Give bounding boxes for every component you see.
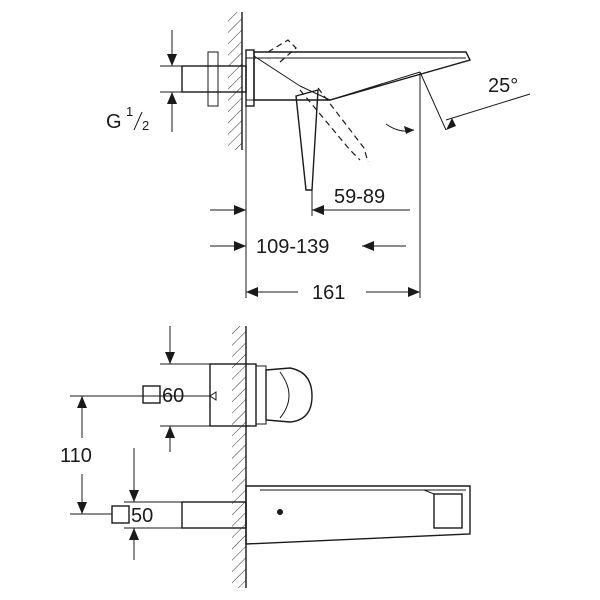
square-symbol-icon <box>111 505 130 524</box>
side-view: 25° G 1 2 59-89 <box>106 12 531 304</box>
spout-blade <box>295 89 319 191</box>
lever-handle <box>253 51 472 101</box>
front-view: 60 50 110 <box>60 326 471 588</box>
thread-label: G <box>106 111 122 133</box>
dashed-alt-position <box>267 39 369 163</box>
thread-connector <box>181 51 256 107</box>
depth-dimension: 109-139 <box>210 236 406 258</box>
plate-bottom-dimension: 50 <box>111 448 182 560</box>
handle-front <box>209 363 313 427</box>
square-symbol-icon <box>142 385 161 404</box>
spout-front <box>181 485 471 545</box>
thread-denominator: 2 <box>142 118 149 133</box>
angle-dimension: 25° <box>385 71 531 134</box>
total-length-dimension: 161 <box>246 282 420 304</box>
depth-label: 109-139 <box>256 236 329 258</box>
thread-dimension: G 1 2 <box>106 30 184 133</box>
reach-dimension: 59-89 <box>210 186 410 215</box>
wall-front <box>232 326 247 588</box>
plate-top-dimension: 60 <box>142 326 210 452</box>
thread-numerator: 1 <box>126 104 133 119</box>
spacing-label: 110 <box>60 445 92 467</box>
reach-label: 59-89 <box>334 186 385 208</box>
total-length-label: 161 <box>312 282 345 304</box>
angle-label: 25° <box>488 75 518 97</box>
wall-side <box>228 12 243 150</box>
spacing-dimension: 110 <box>60 395 210 515</box>
plate-bottom-label: 50 <box>131 505 153 527</box>
